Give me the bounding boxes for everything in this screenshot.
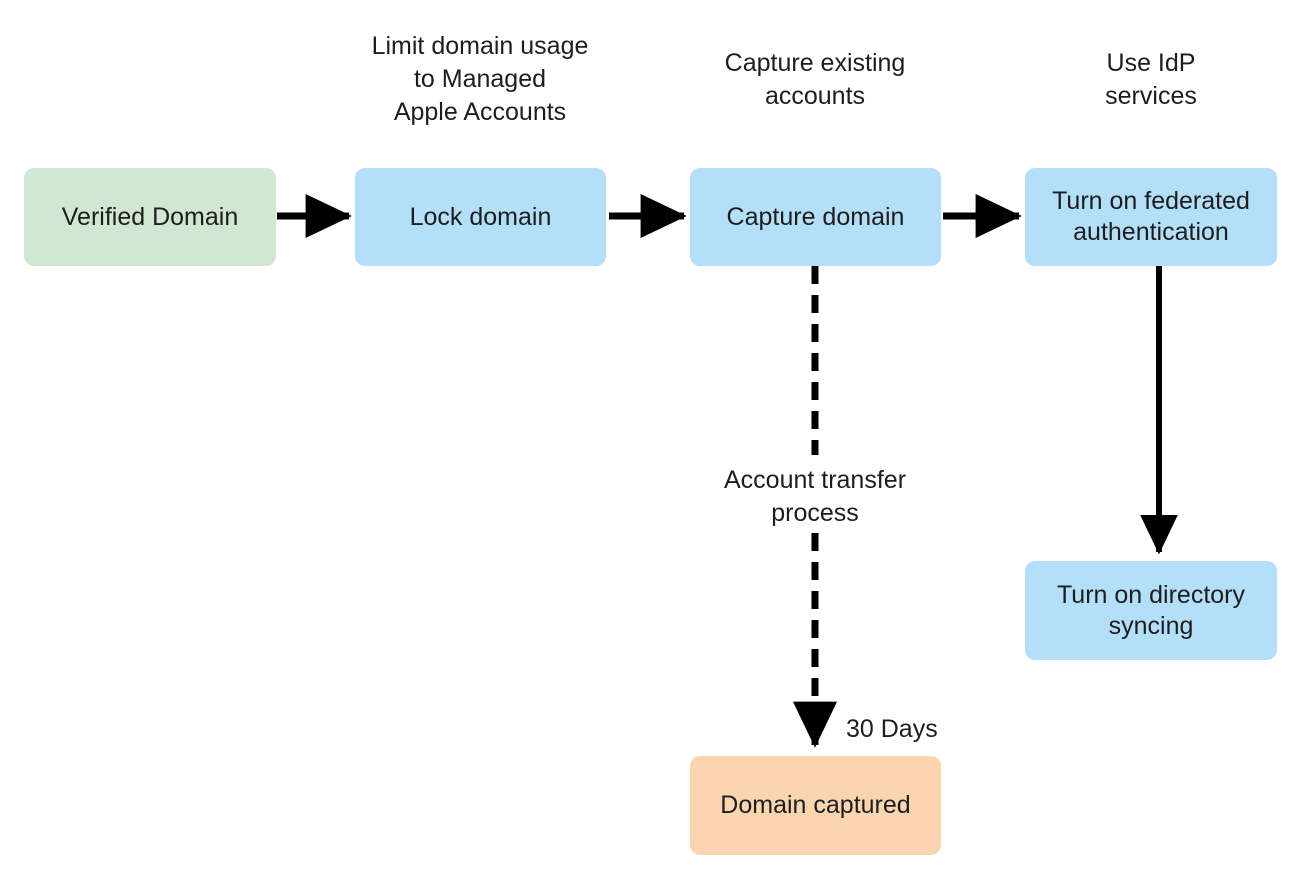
caption-account-transfer-process: Account transfer process [723,466,907,527]
node-verified-domain[interactable]: Verified Domain [24,168,276,266]
node-turn-on-directory-syncing[interactable]: Turn on directory syncing [1025,561,1277,660]
node-domain-captured[interactable]: Domain captured [690,756,941,855]
edge-label-30-days: 30 Days [846,715,938,743]
caption-capture-domain: Capture existing accounts [724,49,906,110]
node-capture-domain[interactable]: Capture domain [690,168,941,266]
node-turn-on-federated-authentication[interactable]: Turn on federated authentication [1025,168,1277,266]
caption-lock-domain: Limit domain usage to Managed Apple Acco… [371,32,589,126]
node-lock-domain[interactable]: Lock domain [355,168,606,266]
caption-federated-auth: Use IdP services [1105,49,1197,110]
